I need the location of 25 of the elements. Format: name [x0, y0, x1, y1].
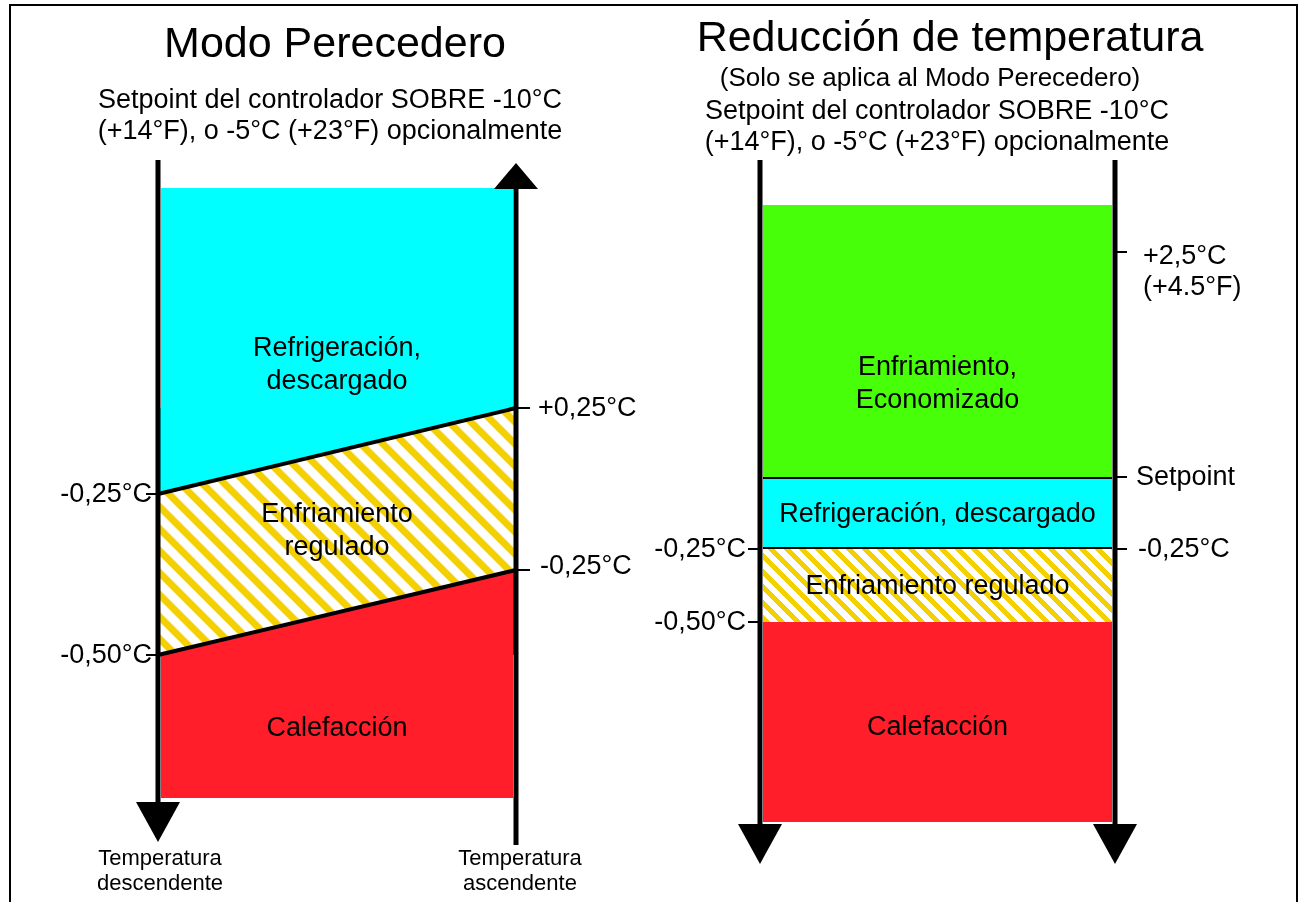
temperature-label: Setpoint [1136, 461, 1237, 493]
setpoint-note: Setpoint del controlador SOBRE -10°C (+14°F), o -5°C (+23°F) opcionalmente [96, 84, 564, 147]
temperature-label: -0,25°C [540, 550, 633, 582]
panel-title: Modo Perecedero [163, 18, 507, 68]
note-text: (Solo se aplica al Modo Perecedero) [718, 63, 1142, 93]
band-label: Calefacción [865, 710, 1010, 743]
band-label: Refrigeración, descargado [251, 331, 423, 397]
axis-label: Temperatura descendente [96, 845, 224, 896]
cooling-band [763, 477, 1112, 549]
temperature-label: -0,25°C [59, 478, 152, 510]
setpoint-note: Setpoint del controlador SOBRE -10°C (+14°F), o -5°C (+23°F) opcionalmente [703, 95, 1171, 158]
axis-label: Temperatura ascendente [457, 845, 583, 896]
heating-band [161, 655, 513, 798]
band-label: Refrigeración, descargado [778, 497, 1097, 530]
temperature-label: +2,5°C (+4.5°F) [1143, 240, 1243, 303]
band-label: Enfriamiento, Economizado [854, 350, 1021, 416]
temperature-label: -0,25°C [1138, 533, 1231, 565]
temperature-label: -0,50°C [59, 639, 152, 671]
panel-title: Reducción de temperatura [695, 12, 1205, 62]
temperature-label: -0,25°C [653, 533, 746, 565]
temperature-label: +0,25°C [538, 392, 638, 424]
band-label: Calefacción [265, 711, 409, 744]
temperature-label: -0,50°C [653, 606, 746, 638]
heating-band [763, 622, 1112, 822]
cooling-band [763, 205, 1112, 477]
